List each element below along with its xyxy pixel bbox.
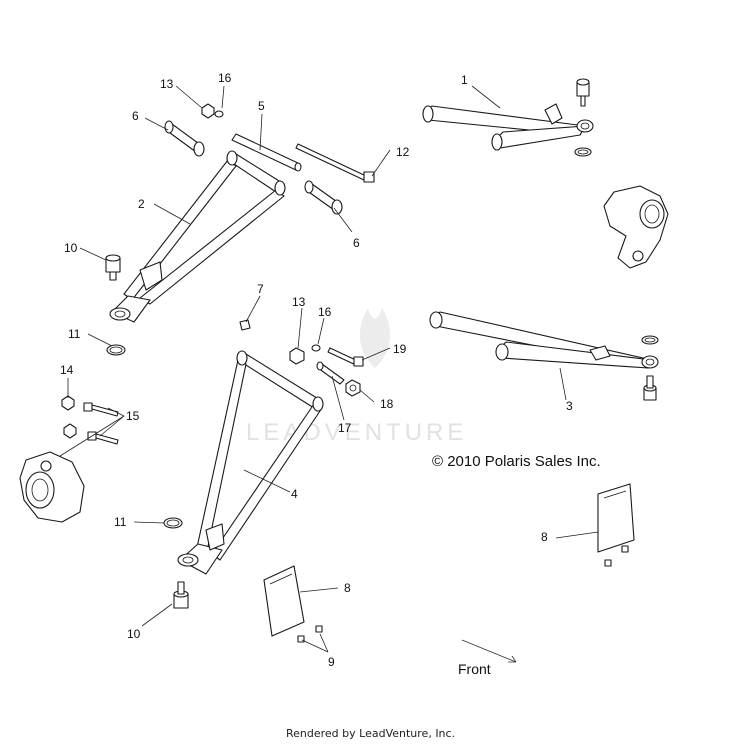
callout-8-left: 8 — [344, 581, 351, 595]
callout-16-upper: 16 — [218, 71, 232, 85]
part-9-screws-right[interactable] — [604, 545, 629, 567]
front-indicator: Front — [458, 639, 517, 677]
part-9-screws-left[interactable] — [297, 625, 323, 643]
callout-17: 17 — [338, 421, 352, 435]
callout-labels: 1 2 3 4 5 6 6 7 8 8 9 10 10 11 11 12 13 … — [60, 71, 573, 669]
part-11-ring-upper-left[interactable] — [106, 344, 126, 356]
callout-7: 7 — [257, 282, 264, 296]
callout-6-lower: 6 — [353, 236, 360, 250]
callout-4: 4 — [291, 487, 298, 501]
part-ball-joint-upper[interactable] — [576, 78, 590, 107]
callout-5: 5 — [258, 99, 265, 113]
part-1-upper-right-a-arm[interactable] — [422, 103, 594, 151]
part-10-ball-joint-upper-left[interactable] — [105, 254, 121, 281]
callout-8-right: 8 — [541, 530, 548, 544]
part-ball-joint-lower-right[interactable] — [643, 375, 657, 401]
copyright-text: © 2010 Polaris Sales Inc. — [432, 453, 601, 470]
callout-16-middle: 16 — [318, 305, 332, 319]
callout-2: 2 — [138, 197, 145, 211]
callout-12: 12 — [396, 145, 410, 159]
callout-14: 14 — [60, 363, 74, 377]
part-8-skid-plate-left[interactable] — [263, 565, 305, 637]
part-16-washer-middle[interactable] — [311, 344, 321, 352]
callout-13-middle: 13 — [292, 295, 306, 309]
part-13-nut-middle[interactable] — [289, 347, 305, 365]
part-15-bolt-upper[interactable] — [83, 402, 119, 417]
part-11-ring-lower-left[interactable] — [163, 517, 183, 529]
callout-10-lower: 10 — [127, 627, 141, 641]
callout-11-lower: 11 — [114, 515, 127, 529]
watermark-text: LEADVENTURE — [246, 419, 467, 446]
callout-13-upper: 13 — [160, 77, 174, 91]
part-left-spindle[interactable] — [19, 451, 85, 523]
callout-11-upper: 11 — [68, 327, 81, 341]
part-18-nut[interactable] — [345, 379, 361, 397]
part-6-bushing-lower[interactable] — [304, 180, 343, 215]
callout-18: 18 — [380, 397, 394, 411]
part-3-lower-right-a-arm[interactable] — [429, 311, 659, 369]
part-4-lower-left-a-arm[interactable] — [177, 350, 324, 575]
watermark: LEADVENTURE — [246, 308, 467, 446]
part-7-grease-fitting[interactable] — [239, 319, 251, 331]
part-12-long-bolt[interactable] — [295, 143, 375, 183]
part-14-nut[interactable] — [61, 395, 75, 411]
callout-15: 15 — [126, 409, 140, 423]
part-10-ball-joint-lower[interactable] — [173, 581, 189, 609]
part-ring-upper[interactable] — [574, 147, 592, 157]
callout-9: 9 — [328, 655, 335, 669]
leader-lines — [59, 85, 599, 653]
callout-6-upper: 6 — [132, 109, 139, 123]
callout-19: 19 — [393, 342, 407, 356]
front-arrow-icon — [461, 639, 517, 663]
part-5-pivot-shaft[interactable] — [231, 133, 302, 172]
callout-10-upper: 10 — [64, 241, 78, 255]
part-13-nut-upper[interactable] — [201, 103, 215, 119]
part-ring-lower-right[interactable] — [641, 335, 659, 345]
part-8-skid-plate-right[interactable] — [597, 483, 635, 553]
part-6-bushing-upper[interactable] — [164, 120, 205, 157]
part-16-washer-upper[interactable] — [214, 110, 224, 118]
footer-text: Rendered by LeadVenture, Inc. — [286, 727, 455, 740]
callout-1: 1 — [461, 73, 468, 87]
part-19-bolt[interactable] — [327, 347, 364, 367]
callout-3: 3 — [566, 399, 573, 413]
part-15-bolt-lower[interactable] — [63, 423, 119, 445]
front-label: Front — [458, 661, 491, 677]
part-right-spindle[interactable] — [603, 185, 669, 269]
part-17-sleeve[interactable] — [316, 361, 345, 385]
part-2-upper-left-a-arm[interactable] — [109, 150, 286, 323]
